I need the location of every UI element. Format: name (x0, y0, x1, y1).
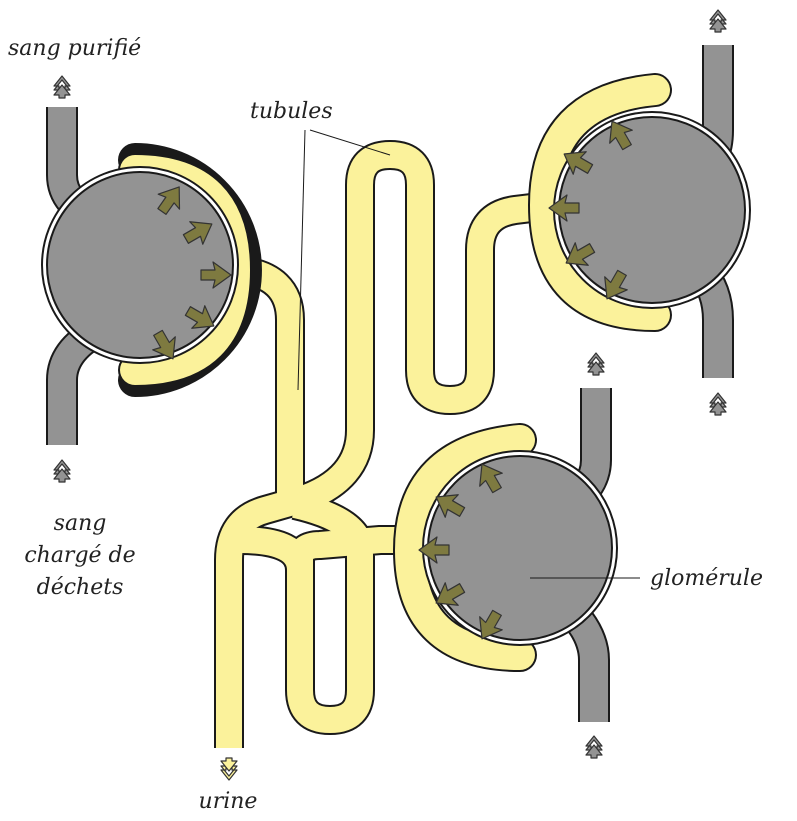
label-sang-purifie: sang purifié (8, 36, 141, 61)
double-chevron-arrow-icon (710, 393, 726, 415)
double-chevron-arrow-icon (54, 460, 70, 482)
double-chevron-arrow-icon (588, 353, 604, 375)
double-chevron-arrow-icon (54, 76, 70, 98)
urine-arrow-icon (221, 758, 237, 780)
label-sang-charge-line3: déchets (37, 575, 124, 600)
label-urine: urine (199, 789, 258, 814)
label-tubules: tubules (250, 99, 333, 124)
label-sang-charge-line2: chargé de (24, 543, 135, 568)
double-chevron-arrow-icon (710, 10, 726, 32)
label-glomerule: glomérule (650, 566, 763, 591)
label-sang-charge-line1: sang (54, 511, 107, 536)
double-chevron-arrow-icon (586, 736, 602, 758)
